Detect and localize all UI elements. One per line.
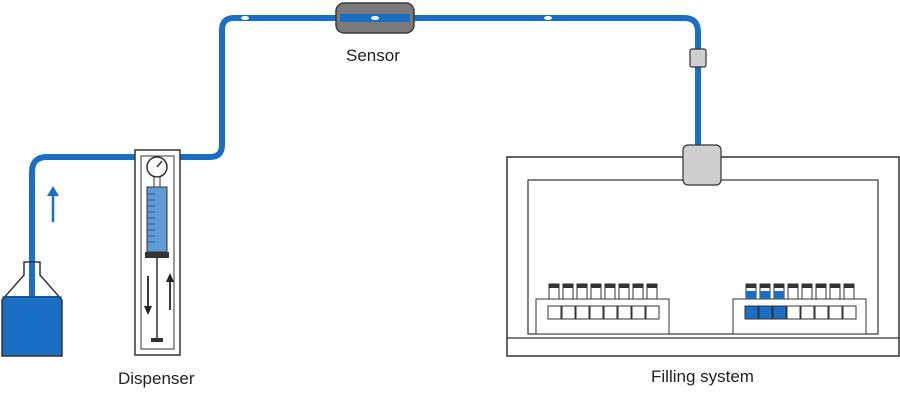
sensor [335, 2, 415, 34]
tube-highlight [241, 16, 249, 20]
filling-system-label: Filling system [651, 367, 754, 386]
dispenser-label: Dispenser [118, 369, 195, 388]
vial-rack-right [732, 283, 867, 335]
dispensing-head [682, 144, 722, 186]
dispenser [134, 149, 181, 356]
flow-arrow-up-icon [47, 186, 59, 222]
reservoir-bottle [1, 261, 63, 357]
supply-tube [29, 15, 701, 303]
vial-rack-left [535, 283, 670, 335]
sensor-label: Sensor [346, 46, 400, 65]
plunger-down-arrow-icon [144, 276, 152, 315]
filling-system [506, 144, 900, 357]
tube-connector [689, 48, 707, 68]
tube-highlight [544, 16, 552, 20]
pressure-gauge-icon [146, 156, 168, 188]
plunger-up-arrow-icon [166, 273, 174, 310]
